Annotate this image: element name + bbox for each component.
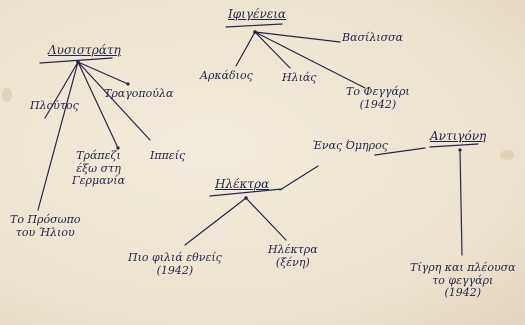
underline-ilektra: [209, 188, 283, 197]
link-antigoni-tiger: [459, 149, 463, 256]
node-vasilissa: Βασίλισσα: [342, 31, 404, 44]
node-ilektra2-line: (ξένη): [275, 255, 310, 269]
node-tiger-line: Τίγρη και πλέουσα: [410, 261, 516, 274]
node-dot: [116, 146, 120, 150]
link-iphigeneia-arkadios: [235, 31, 256, 67]
node-dot: [76, 60, 80, 64]
link-lysistrate-tragopoula: [77, 61, 129, 85]
node-tafengari: Το Φεγγάρι (1942): [346, 85, 410, 111]
node-prosopo-line: Το Πρόσωπο: [10, 213, 81, 226]
link-lysistrate-ippeis: [77, 61, 151, 141]
link-lysistrate-trapezi: [77, 61, 119, 149]
node-dot: [244, 196, 248, 200]
link-omiros-ilektra: [279, 165, 319, 191]
link-iphigeneia-ilias: [254, 31, 291, 69]
link-lysistrate-prosopo: [37, 61, 79, 211]
node-pio-thea: Πιο φιλιά εθνείς (1942): [128, 251, 222, 277]
node-lysistrate: Λυσιστράτη: [48, 43, 121, 57]
node-tafengari-line: (1942): [359, 97, 397, 111]
paper-stain: [500, 150, 514, 160]
node-prosopo: Το Πρόσωπο του Ήλιου: [10, 213, 81, 239]
node-tiger-line: το φεγγάρι: [432, 273, 494, 287]
paper-stain: [2, 88, 12, 102]
underline-antigoni: [429, 143, 479, 148]
link-iphigeneia-vasilissa: [254, 31, 341, 43]
node-trapezi-line: Τράπεζι: [76, 149, 121, 162]
node-trapezi-line: Γερμανία: [72, 174, 126, 188]
node-dot: [458, 148, 462, 152]
node-prosopo-line: του Ήλιου: [15, 225, 75, 239]
link-ilektra-piothea: [184, 197, 247, 246]
node-iphigeneia: Ιφιγένεια: [228, 7, 287, 21]
node-ilektra2-line: Ηλέκτρα: [268, 243, 318, 256]
node-ilektra: Ηλέκτρα: [215, 177, 270, 191]
node-ilias: Ηλιάς: [282, 71, 317, 84]
node-tiger-line: (1942): [444, 286, 482, 300]
node-dot: [126, 82, 130, 86]
node-tiger: Τίγρη και πλέουσα το φεγγάρι (1942): [410, 261, 516, 300]
link-lysistrate-ploutos: [44, 61, 79, 119]
node-enas-omiros: Ένας Όμηρος: [312, 139, 388, 152]
node-tragopoula: Τραγοπούλα: [104, 87, 174, 100]
underline-iphigeneia: [225, 23, 283, 28]
link-iphigeneia-tafengari: [254, 31, 366, 89]
node-pio-thea-line: Πιο φιλιά εθνείς: [128, 251, 222, 264]
node-antigoni: Αντιγόνη: [430, 129, 487, 143]
node-trapezi-line: έξω στη: [76, 161, 121, 175]
underline-lysistrate: [39, 57, 113, 64]
node-trapezi: Τράπεζι έξω στη Γερμανία: [72, 149, 126, 188]
node-ippeis: Ιππείς: [150, 149, 186, 162]
node-tafengari-line: Το Φεγγάρι: [346, 85, 410, 98]
node-dot: [253, 30, 257, 34]
node-ilektra2: Ηλέκτρα (ξένη): [268, 243, 318, 269]
node-pio-thea-line: (1942): [156, 263, 194, 277]
node-arkadios: Αρκάδιος: [200, 69, 253, 82]
link-omiros-antigoni: [374, 147, 426, 156]
node-ploutos: Πλούτος: [30, 99, 79, 112]
link-ilektra-ilektra2: [245, 197, 287, 241]
